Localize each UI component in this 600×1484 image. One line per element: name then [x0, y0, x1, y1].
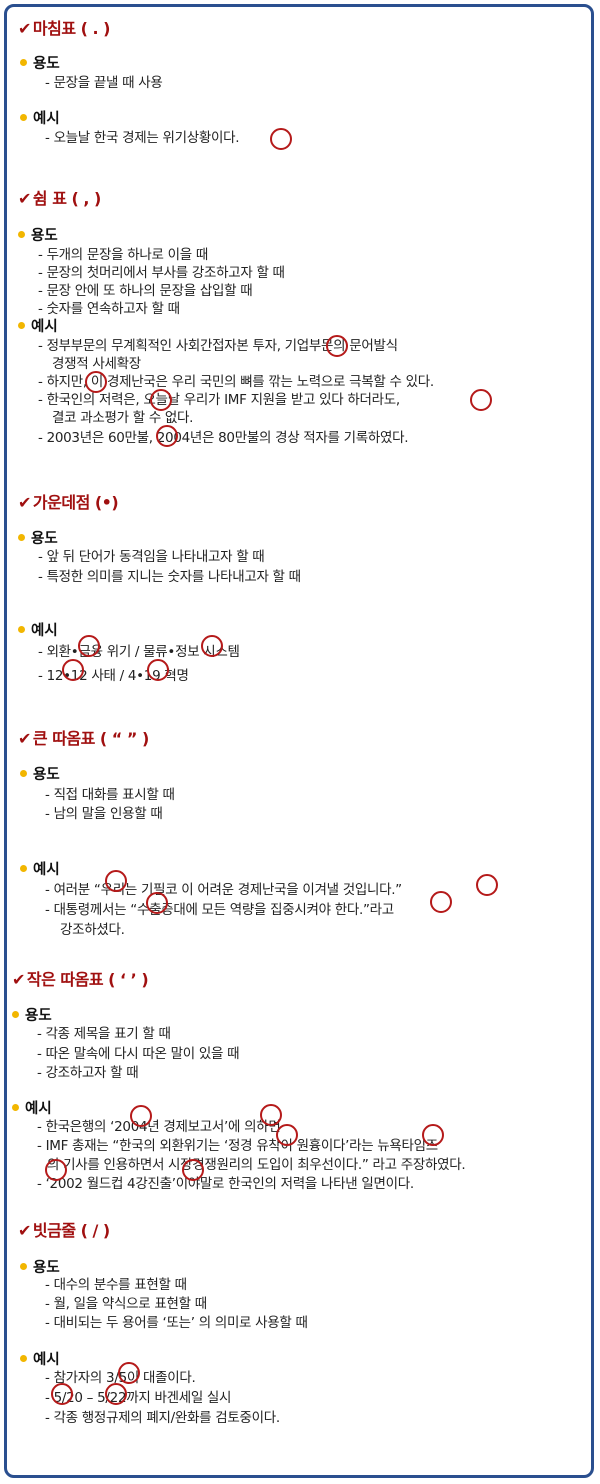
example-line: - 5/20 – 5/22까지 바겐세일 실시	[45, 1390, 232, 1406]
check-mark-icon: ✔	[18, 493, 31, 512]
example-line: - 2003년은 60만불, 2004년은 80만불의 경상 적자를 기록하였다…	[38, 430, 409, 446]
example-line: - 정부부문의 무계획적인 사회간접자본 투자, 기업부문의 문어발식	[38, 338, 398, 354]
bullet-dot-icon	[20, 58, 27, 66]
example-line: - 한국은행의 ‘2004년 경제보고서’에 의하면	[37, 1119, 281, 1135]
usage-line: - 대비되는 두 용어를 ‘또는’ 의 의미로 사용할 때	[45, 1315, 308, 1331]
usage-line: - 두개의 문장을 하나로 이을 때	[38, 247, 208, 263]
example-line: - 오늘날 한국 경제는 위기상황이다.	[45, 130, 240, 146]
usage-label: 용도	[18, 224, 58, 245]
annotation-circle-icon	[146, 892, 168, 914]
usage-line: - 강조하고자 할 때	[37, 1065, 139, 1081]
usage-label: 용도	[20, 52, 60, 73]
example-line: 결코 과소평가 할 수 없다.	[52, 410, 194, 426]
example-label: 예시	[18, 315, 58, 336]
bullet-dot-icon	[18, 230, 25, 238]
bullet-dot-icon	[18, 533, 25, 541]
usage-label: 용도	[20, 763, 60, 784]
usage-line: - 문장을 끝낼 때 사용	[45, 75, 163, 91]
usage-line: - 앞 뒤 단어가 동격임을 나타내고자 할 때	[38, 549, 265, 565]
usage-label: 용도	[12, 1004, 52, 1025]
example-line: 강조하셨다.	[60, 922, 125, 938]
example-line: 경쟁적 사세확장	[52, 356, 141, 372]
example-line: - IMF 총재는 “한국의 외환위기는 ‘정경 유착이 원흉이다’라는 뉴욕타…	[37, 1138, 438, 1154]
bullet-dot-icon	[20, 1354, 27, 1362]
annotation-circle-icon	[62, 659, 84, 681]
example-line: - 여러분 “우리는 기필코 이 어려운 경제난국을 이겨낼 것입니다.”	[45, 882, 402, 898]
annotation-circle-icon	[147, 659, 169, 681]
check-mark-icon: ✔	[12, 970, 25, 989]
bullet-dot-icon	[12, 1010, 19, 1018]
usage-line: - 각종 제목을 표기 할 때	[37, 1026, 171, 1042]
annotation-circle-icon	[85, 371, 107, 393]
annotation-circle-icon	[470, 389, 492, 411]
usage-line: - 문장의 첫머리에서 부사를 강조하고자 할 때	[38, 265, 285, 281]
page-frame	[4, 4, 594, 1478]
bullet-dot-icon	[18, 625, 25, 633]
section-heading-slash: ✔빗금줄 ( / )	[18, 1221, 110, 1240]
annotation-circle-icon	[182, 1159, 204, 1181]
example-line: - 하지만, 이 경제난국은 우리 국민의 뼈를 깎는 노력으로 극복할 수 있…	[38, 374, 434, 390]
usage-label: 용도	[18, 527, 58, 548]
section-heading-double-quotes: ✔큰 따옴표 ( “ ” )	[18, 729, 149, 748]
usage-line: - 직접 대화를 표시할 때	[45, 787, 175, 803]
usage-line: - 숫자를 연속하고자 할 때	[38, 301, 180, 317]
annotation-circle-icon	[105, 1383, 127, 1405]
example-label: 예시	[20, 858, 60, 879]
annotation-circle-icon	[260, 1104, 282, 1126]
check-mark-icon: ✔	[18, 729, 31, 748]
usage-line: - 문장 안에 또 하나의 문장을 삽입할 때	[38, 283, 253, 299]
example-line: 의 기사를 인용하면서 시장경쟁원리의 도입이 최우선이다.” 라고 주장하였다…	[47, 1157, 466, 1173]
section-heading-single-quotes: ✔작은 따옴표 ( ‘ ’ )	[12, 970, 149, 989]
check-mark-icon: ✔	[18, 1221, 31, 1240]
example-line: - 각종 행정규제의 폐지/완화를 검토중이다.	[45, 1410, 280, 1426]
annotation-circle-icon	[201, 635, 223, 657]
bullet-dot-icon	[12, 1103, 19, 1111]
section-heading-period: ✔마침표 ( . )	[18, 19, 110, 38]
usage-label: 용도	[20, 1256, 60, 1277]
annotation-circle-icon	[78, 635, 100, 657]
bullet-dot-icon	[20, 1262, 27, 1270]
usage-line: - 남의 말을 인용할 때	[45, 806, 163, 822]
example-line: - 한국인의 저력은, 오늘날 우리가 IMF 지원을 받고 있다 하더라도,	[38, 392, 400, 408]
annotation-circle-icon	[276, 1124, 298, 1146]
example-label: 예시	[20, 1348, 60, 1369]
usage-line: - 따온 말속에 다시 따온 말이 있을 때	[37, 1046, 240, 1062]
example-line: - ‘2002 월드컵 4강진출’이야말로 한국인의 저력을 나타낸 일면이다.	[37, 1176, 414, 1192]
annotation-circle-icon	[476, 874, 498, 896]
bullet-dot-icon	[18, 321, 25, 329]
annotation-circle-icon	[45, 1159, 67, 1181]
example-label: 예시	[18, 619, 58, 640]
annotation-circle-icon	[51, 1383, 73, 1405]
section-heading-middle-dot: ✔가운데점 (•)	[18, 493, 119, 512]
usage-line: - 특정한 의미를 지니는 숫자를 나타내고자 할 때	[38, 569, 301, 585]
check-mark-icon: ✔	[18, 189, 31, 208]
annotation-circle-icon	[118, 1362, 140, 1384]
bullet-dot-icon	[20, 864, 27, 872]
example-label: 예시	[12, 1097, 52, 1118]
section-heading-comma: ✔쉼 표 ( , )	[18, 189, 101, 208]
bullet-dot-icon	[20, 769, 27, 777]
example-label: 예시	[20, 107, 60, 128]
annotation-circle-icon	[326, 335, 348, 357]
usage-line: - 월, 일을 약식으로 표현할 때	[45, 1296, 207, 1312]
check-mark-icon: ✔	[18, 19, 31, 38]
annotation-circle-icon	[150, 389, 172, 411]
usage-line: - 대수의 분수를 표현할 때	[45, 1277, 187, 1293]
annotation-circle-icon	[156, 425, 178, 447]
annotation-circle-icon	[270, 128, 292, 150]
annotation-circle-icon	[422, 1124, 444, 1146]
bullet-dot-icon	[20, 113, 27, 121]
annotation-circle-icon	[130, 1105, 152, 1127]
annotation-circle-icon	[430, 891, 452, 913]
example-line: - 대통령께서는 “수출증대에 모든 역량을 집중시켜야 한다.”라고	[45, 902, 394, 918]
annotation-circle-icon	[105, 870, 127, 892]
